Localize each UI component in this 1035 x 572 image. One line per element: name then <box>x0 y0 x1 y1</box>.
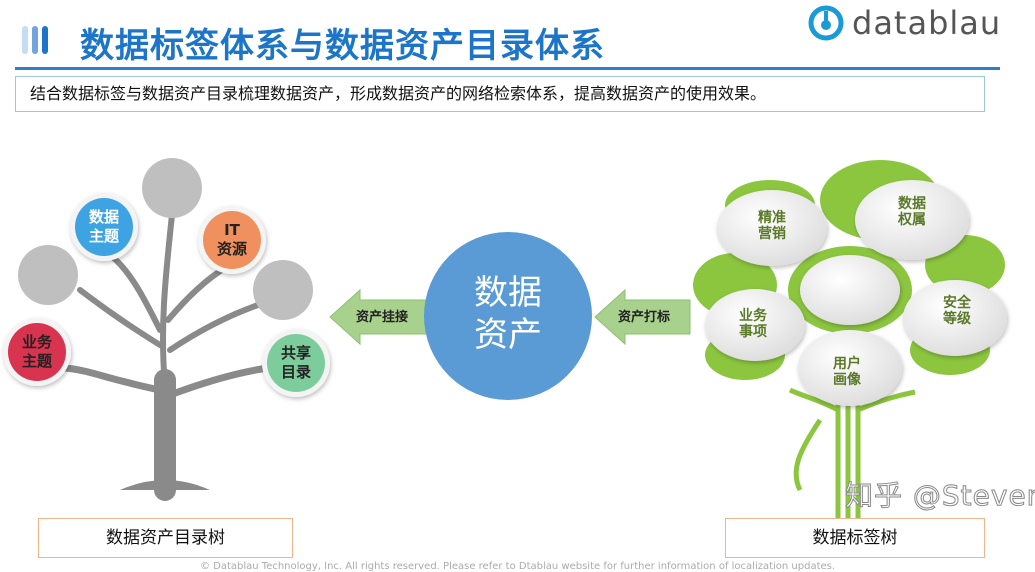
title-divider <box>15 67 1000 70</box>
center-label-line: 数据 <box>474 273 542 313</box>
tag-label: 营销 <box>758 226 786 242</box>
node-data-subject: 数据主题 <box>79 208 129 246</box>
watermark: 知乎 @Steven <box>844 479 1035 512</box>
node-business-subject: 业务主题 <box>12 333 62 371</box>
left-tree-caption: 数据资产目录树 <box>38 518 293 558</box>
tag-label: 画像 <box>833 372 861 388</box>
node-label: 资源 <box>216 240 247 258</box>
tag-label: 业务 <box>739 308 767 324</box>
tag-label: 权属 <box>898 212 926 228</box>
footer-copyright: © Datablau Technology, Inc. All rights r… <box>199 561 836 572</box>
node-label: 数据 <box>88 208 119 226</box>
node-label: 目录 <box>280 363 311 381</box>
tag-data-ownership: 数据权属 <box>887 196 937 228</box>
node-label: 主题 <box>21 352 52 370</box>
tag-label: 精准 <box>758 210 786 226</box>
tag-user-profile: 用户画像 <box>822 356 872 388</box>
data-asset-label: 数据资产 <box>448 272 568 356</box>
tag-label: 用户 <box>833 356 861 372</box>
node-label: 业务 <box>21 333 52 351</box>
left-tree-empty-nodes <box>18 158 313 320</box>
logo-text: datablau <box>852 4 1002 42</box>
tag-precision-marketing: 精准营销 <box>747 210 797 242</box>
datablau-logo: datablau <box>808 4 1001 42</box>
tree-base <box>120 480 210 490</box>
right-arrow-label: 资产打标 <box>618 310 671 325</box>
tag-security-level: 安全等级 <box>932 295 982 327</box>
right-arrow <box>594 288 691 346</box>
title-bars-icon <box>22 26 52 56</box>
right-tree-white-leaves <box>705 180 1007 406</box>
node-label: 主题 <box>88 227 119 245</box>
subtitle-box: 结合数据标签与数据资产目录梳理数据资产，形成数据资产的网络检索体系，提高数据资产… <box>15 76 985 112</box>
right-tree-caption: 数据标签树 <box>725 518 985 558</box>
node-label: 共享 <box>280 344 311 362</box>
tag-label: 数据 <box>898 196 926 212</box>
left-arrow-label: 资产挂接 <box>356 310 409 325</box>
data-asset-circle <box>424 232 592 400</box>
tag-label: 事项 <box>739 324 767 340</box>
node-label: IT <box>224 221 240 239</box>
tag-business-matter: 业务事项 <box>728 308 778 340</box>
node-shared-catalog: 共享目录 <box>271 344 321 382</box>
page-title: 数据标签体系与数据资产目录体系 <box>80 26 605 66</box>
tag-label: 等级 <box>943 311 971 327</box>
datablau-logo-icon <box>808 5 844 41</box>
left-tree-nodes <box>3 193 330 397</box>
center-label-line: 资产 <box>474 315 542 355</box>
tag-label: 安全 <box>943 295 971 311</box>
